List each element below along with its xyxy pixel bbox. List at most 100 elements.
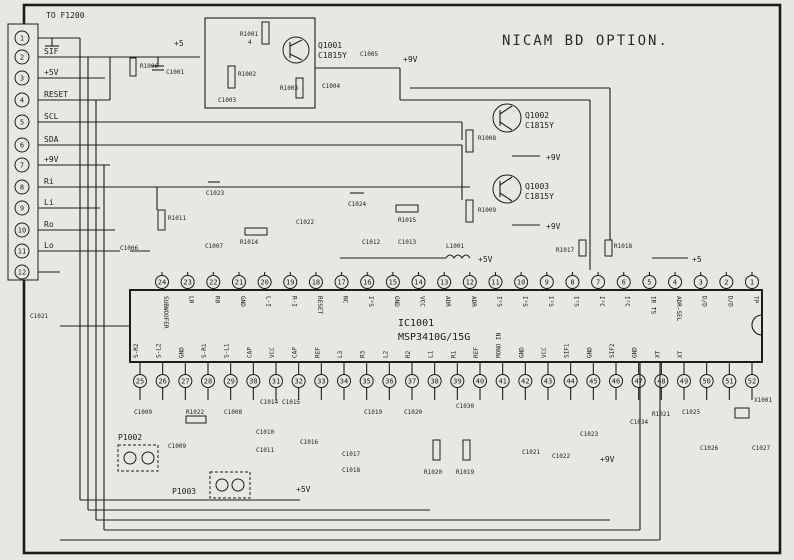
rail-label: +5 [692,255,702,264]
ic-pin-label: GND [632,347,639,358]
ic-pin-label: SUBWOOFER [162,296,169,329]
connector-signal-label: +9V [44,155,59,164]
rail-label: +5V [296,485,311,494]
connector-pin: 7 [14,157,30,173]
ic-pin-label: REF [473,347,480,358]
connector-signal-label: SDA [44,135,59,144]
ic-pin-number: 41 [498,378,506,386]
jumper-p1002: P1002 [117,433,159,472]
ic-pin-number: 30 [249,378,257,386]
ic-pin-label: SIF2 [609,343,616,358]
ic-pin-number: 31 [272,378,280,386]
ic-pin-label: S-L1 [224,343,231,358]
ic-pin-label: ADR [470,296,477,307]
ic-pin-label: R1 [450,350,457,358]
connector-pin: 6 [14,137,30,153]
ic-pin-number: 43 [544,378,552,386]
svg-text:C1021: C1021 [30,313,48,320]
ic-pin [514,275,529,289]
ic-pin [668,275,683,289]
ic-pin [382,374,397,388]
connector-signal-label: Li [44,198,54,207]
ic-pin-number: 8 [570,279,574,287]
ic-pin-number: 39 [453,378,461,386]
ic-pin-number: 36 [385,378,393,386]
svg-text:R1017: R1017 [556,247,574,254]
svg-text:C1034: C1034 [630,419,648,426]
p1002-ref: P1002 [118,433,142,442]
svg-text:R1009: R1009 [478,207,496,214]
svg-text:C1013: C1013 [398,239,416,246]
connector-pin-number: 9 [20,205,24,213]
svg-text:C1023: C1023 [580,431,598,438]
ic-pin [178,374,193,388]
rail-label: +5 [174,39,184,48]
ic-pin-label: CAP [246,347,253,358]
svg-text:C1021: C1021 [522,449,540,456]
ic-pin [719,275,734,289]
ic-part: MSP3410G/15G [398,332,470,343]
ic-pin-label: IR TS [649,296,656,314]
ic-pin [155,275,169,289]
svg-text:C1007: C1007 [205,243,223,250]
ic-pin-label: S-R2 [133,343,140,358]
ic-pin-label: NC [342,296,349,304]
ic-pin [586,374,601,388]
ic-pin-number: 27 [181,378,189,386]
svg-text:L1001: L1001 [446,243,464,250]
ic-pin-label: I²S [495,296,502,307]
connector-pin: 11 [14,243,30,259]
ic-pin [488,275,503,289]
diagram-title: NICAM BD OPTION. [502,33,669,49]
ic-pin-number: 51 [725,378,733,386]
ic-pin-number: 13 [440,279,448,287]
connector-pin-number: 1 [20,35,24,43]
connector-pin-number: 2 [20,54,24,62]
ic-pin-label: GND [586,347,593,358]
ic-pin-number: 34 [340,378,348,386]
ic-pin [699,374,714,388]
ic-pin-label: VCC [541,347,548,358]
ic-pin [133,374,147,388]
svg-text:C1027: C1027 [752,445,770,452]
ic-pin-label: GND [178,347,185,358]
ic-pin [616,275,631,289]
svg-text:C1001: C1001 [166,69,184,76]
input-network: R1011 C1023 C1024 R1015 R1014 C1022 C101… [120,181,702,264]
svg-text:C1016: C1016 [300,439,318,446]
return-bus [60,362,661,541]
svg-text:R1001: R1001 [240,31,258,38]
p1003-ref: P1003 [172,487,196,496]
connector-pin-number: 12 [18,269,26,277]
svg-text:R1014: R1014 [240,239,258,246]
ic-pin-number: 48 [657,378,665,386]
connector-signal-label: Lo [44,241,54,250]
connector-pin: 10 [14,222,30,238]
svg-text:R1006: R1006 [140,63,158,70]
ic-pin [565,275,580,289]
ic-pin [308,275,323,289]
jumper-p1003: P1003 [172,471,251,499]
connector-wires [38,37,462,530]
svg-text:R1015: R1015 [398,217,416,224]
ic-pin [495,374,510,388]
ic-pin-label: ADR [444,296,451,307]
connector-pin: 8 [14,179,30,195]
ic-pin-label: S-L2 [156,343,163,358]
ic-pin [180,275,195,289]
svg-text:C1011: C1011 [256,447,274,454]
ic-pin [201,374,215,388]
connector-signal-label: Ri [44,177,54,186]
ic-pin-label: L-I [265,296,272,307]
regulator-block: R1006 C1001 +5 R1001 4 R1002 R1003 Q1001… [110,17,418,109]
connector-pin: 9 [14,200,30,216]
ic-pin [405,374,419,388]
ic-pin-number: 7 [596,279,600,287]
connector-pin: 12 [14,264,30,280]
ic-pin-number: 11 [491,279,499,287]
ic-pin-number: 18 [312,279,320,287]
rail-label: +9V [546,222,561,231]
svg-text:4: 4 [248,39,252,46]
ic-pin-number: 37 [408,378,416,386]
